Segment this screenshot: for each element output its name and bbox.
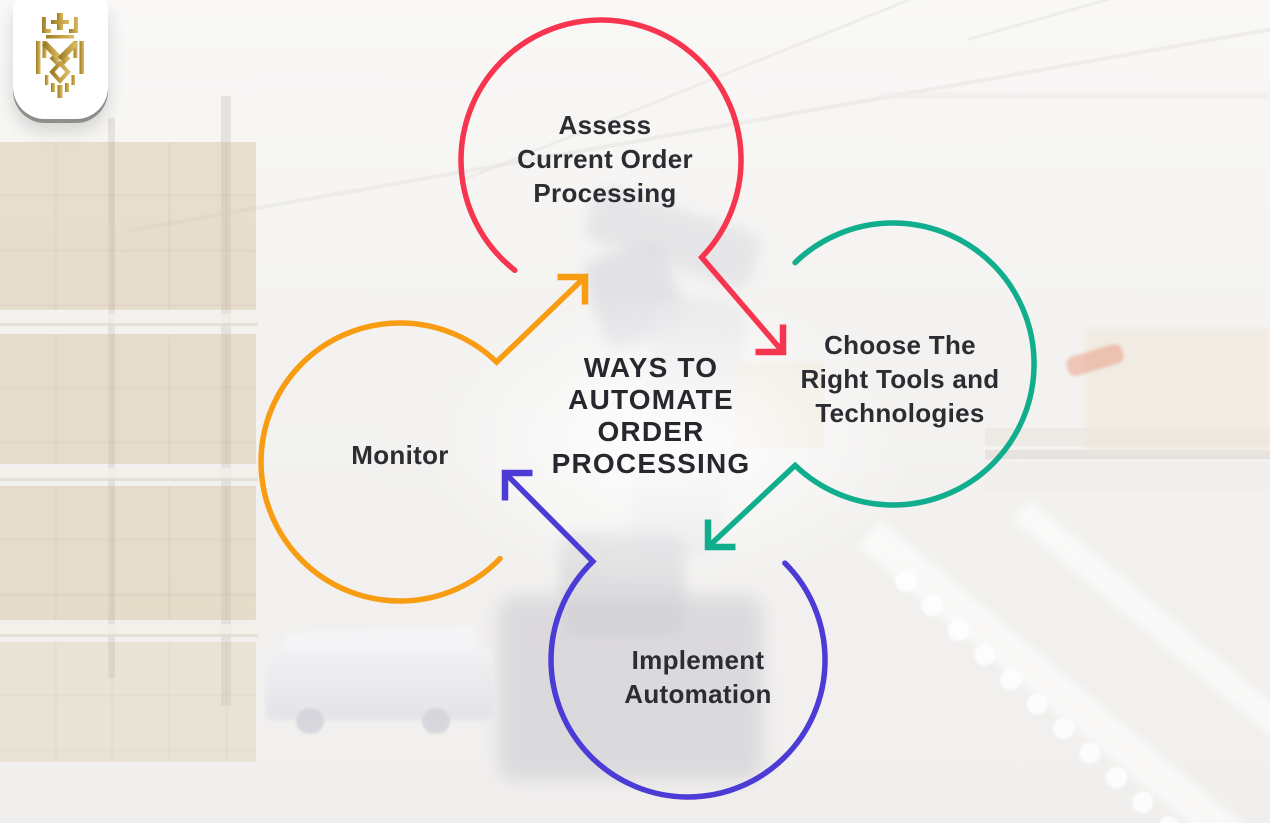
monitor-circle-and-arrow-shaft bbox=[258, 274, 588, 604]
title-line: WAYS TO bbox=[583, 352, 719, 383]
step-label-line: Processing bbox=[533, 178, 677, 208]
implement-circle-and-arrow-shaft bbox=[502, 470, 828, 800]
step-label-line: Current Order bbox=[517, 144, 693, 174]
choose-to-implement-arrowhead-icon bbox=[704, 519, 736, 551]
step-label-line: Choose The bbox=[824, 330, 976, 360]
step-label-assess: Assess Current Order Processing bbox=[445, 108, 765, 210]
assess-circle-and-arrow-shaft bbox=[458, 17, 786, 355]
title-line: AUTOMATE bbox=[568, 384, 734, 415]
brand-logo bbox=[13, 0, 108, 119]
step-label-line: Assess bbox=[558, 110, 652, 140]
title-line: ORDER bbox=[597, 416, 705, 447]
implement-to-monitor-arrowhead-icon bbox=[501, 469, 533, 501]
step-label-monitor: Monitor bbox=[290, 438, 510, 472]
title-line: PROCESSING bbox=[551, 448, 751, 479]
step-label-line: Automation bbox=[624, 679, 772, 709]
choose-circle-and-arrow-shaft bbox=[705, 220, 1037, 550]
step-label-choose: Choose The Right Tools and Technologies bbox=[740, 328, 1060, 430]
step-label-line: Technologies bbox=[815, 398, 985, 428]
step-label-implement: Implement Automation bbox=[538, 643, 858, 711]
gold-lion-crown-emblem-icon bbox=[36, 13, 84, 98]
assess-to-choose-arrowhead-icon bbox=[755, 324, 787, 356]
step-label-line: Right Tools and bbox=[800, 364, 1000, 394]
step-label-line: Implement bbox=[631, 645, 765, 675]
monitor-to-assess-arrowhead-icon bbox=[557, 273, 589, 305]
step-label-line: Monitor bbox=[351, 440, 449, 470]
diagram-title: WAYS TO AUTOMATE ORDER PROCESSING bbox=[501, 352, 801, 480]
